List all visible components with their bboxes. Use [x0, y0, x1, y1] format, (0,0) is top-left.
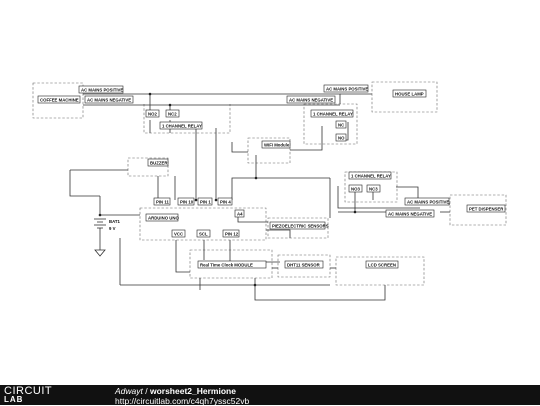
svg-text:PET DISPENSER: PET DISPENSER — [469, 206, 504, 211]
net-label-scl: SCL — [196, 229, 211, 238]
net-label-ac-pos-3: AC MAINS POSITIVE — [404, 197, 449, 206]
svg-text:1 CHANNEL RELAY: 1 CHANNEL RELAY — [313, 111, 353, 116]
svg-text:COFFEE MACHINE: COFFEE MACHINE — [40, 97, 79, 102]
lcd-box — [335, 256, 425, 286]
net-label-ac-neg-3: AC MAINS NEGATIVE — [385, 209, 435, 218]
net-label-wifi: WiFi Module — [261, 140, 291, 149]
dht11-box — [277, 254, 331, 278]
net-label-ac-pos-2: AC MAINS POSITIVE — [323, 84, 368, 93]
net-label-ac-pos-1: AC MAINS POSITIVE — [78, 85, 123, 94]
footer-bar: CIRCUIT LAB Adwayt / worsheet2_Hermione … — [0, 385, 540, 406]
svg-text:SCL: SCL — [199, 231, 208, 236]
schematic-canvas: COFFEE MACHINE AC MAINS POSITIVE AC MAIN… — [32, 81, 507, 301]
svg-text:AC MAINS NEGATIVE: AC MAINS NEGATIVE — [388, 211, 432, 216]
svg-text:HOUSE LAMP: HOUSE LAMP — [395, 91, 424, 96]
svg-text:1 CHANNEL RELAY: 1 CHANNEL RELAY — [351, 173, 391, 178]
circuitlab-logo-subtext: LAB — [4, 395, 24, 404]
net-label-vcc: VCC — [171, 229, 186, 238]
net-label-lcd: LCD SCREEN — [365, 260, 399, 269]
net-label-pin1: PIN 1 — [197, 197, 213, 206]
net-label-no2: NO2 — [145, 109, 160, 118]
net-label-ac-neg-1: AC MAINS NEGATIVE — [84, 95, 134, 104]
svg-text:LCD SCREEN: LCD SCREEN — [368, 262, 396, 267]
junctions — [98, 92, 357, 287]
net-label-a4: A4 — [234, 209, 245, 218]
svg-text:VCC: VCC — [174, 231, 183, 236]
svg-text:PIN 12: PIN 12 — [225, 231, 239, 236]
net-label-coffee-machine: COFFEE MACHINE — [37, 95, 81, 104]
net-label-nc3: NC3 — [366, 184, 381, 193]
net-label-pin4: PIN 4 — [217, 197, 233, 206]
ground-symbol — [94, 249, 106, 257]
svg-text:PIN 11: PIN 11 — [156, 199, 170, 204]
svg-text:AC MAINS NEGATIVE: AC MAINS NEGATIVE — [289, 97, 333, 102]
pet-dispenser-box — [449, 194, 507, 226]
net-label-pin10: PIN 10 — [177, 197, 195, 206]
net-label-pet-dispenser: PET DISPENSER — [466, 204, 506, 213]
circuit-title: worsheet2_Hermione — [149, 386, 236, 396]
arduino-box — [139, 207, 267, 241]
net-label-arduino: ARDUINO UNO — [145, 213, 179, 222]
svg-text:PIEZOELECTRIC SENSORS: PIEZOELECTRIC SENSORS — [272, 223, 329, 228]
svg-text:NO3: NO3 — [351, 186, 360, 191]
net-label-relay-2: 1 CHANNEL RELAY — [310, 109, 354, 118]
net-label-house-lamp: HOUSE LAMP — [392, 89, 427, 98]
svg-text:PIN 1: PIN 1 — [200, 199, 211, 204]
svg-text:AC MAINS POSITIVE: AC MAINS POSITIVE — [407, 199, 449, 204]
battery-symbol — [94, 218, 106, 235]
coffee-machine-box — [32, 82, 84, 119]
piezo-box — [267, 217, 329, 239]
svg-text:NO: NO — [338, 135, 345, 140]
net-label-rtc: Real Time Clock MODULE — [197, 260, 267, 269]
author-link[interactable]: Adwayt — [115, 386, 143, 396]
title-separator: / — [142, 386, 150, 396]
svg-text:NC: NC — [338, 122, 344, 127]
footer-title-line: Adwayt / worsheet2_Hermione — [115, 386, 236, 396]
net-label-no3: NO3 — [348, 184, 363, 193]
net-label-pin12: PIN 12 — [222, 229, 240, 238]
wifi-module-box — [247, 137, 291, 164]
house-lamp-box — [371, 81, 438, 113]
net-label-buzzer: BUZZER — [147, 158, 168, 167]
net-label-nc: NC — [335, 120, 347, 129]
svg-text:AC MAINS POSITIVE: AC MAINS POSITIVE — [326, 86, 368, 91]
svg-text:PIN 4: PIN 4 — [220, 199, 231, 204]
circuitlab-logo-text: CIRCUIT — [4, 385, 53, 397]
svg-text:DHT11 SENSOR: DHT11 SENSOR — [287, 262, 321, 267]
svg-text:AC MAINS NEGATIVE: AC MAINS NEGATIVE — [87, 97, 131, 102]
net-label-no: NO — [335, 133, 347, 142]
buzzer-box — [127, 157, 169, 177]
net-label-dht11: DHT11 SENSOR — [284, 260, 324, 269]
svg-text:A4: A4 — [237, 211, 243, 216]
relay-2-box — [303, 103, 358, 145]
net-label-relay-3: 1 CHANNEL RELAY — [348, 171, 392, 180]
relay-1-box — [143, 104, 231, 134]
battery-label: BAT1 9 V — [109, 219, 121, 231]
svg-text:ARDUINO UNO: ARDUINO UNO — [148, 215, 179, 220]
net-label-nc2: NC2 — [165, 109, 180, 118]
svg-text:PIN 10: PIN 10 — [180, 199, 194, 204]
svg-text:NO2: NO2 — [148, 111, 157, 116]
net-label-ac-neg-2: AC MAINS NEGATIVE — [286, 95, 336, 104]
net-label-piezo: PIEZOELECTRIC SENSORS — [269, 221, 329, 230]
svg-text:WiFi Module: WiFi Module — [264, 142, 290, 147]
circuit-url-link[interactable]: http://circuitlab.com/c4qh7yssc52vb — [115, 395, 250, 406]
rtc-box — [189, 249, 273, 279]
svg-text:1 CHANNEL RELAY: 1 CHANNEL RELAY — [162, 123, 202, 128]
svg-text:AC MAINS POSITIVE: AC MAINS POSITIVE — [81, 87, 123, 92]
svg-text:NC3: NC3 — [369, 186, 378, 191]
svg-text:9 V: 9 V — [109, 226, 116, 231]
net-label-pin11: PIN 11 — [153, 197, 171, 206]
svg-text:BUZZER: BUZZER — [150, 160, 168, 165]
svg-text:Real Time Clock MODULE: Real Time Clock MODULE — [200, 262, 253, 267]
net-label-relay-1: 1 CHANNEL RELAY — [159, 121, 203, 130]
svg-text:NC2: NC2 — [168, 111, 177, 116]
svg-text:BAT1: BAT1 — [109, 219, 121, 224]
wires — [69, 93, 450, 301]
